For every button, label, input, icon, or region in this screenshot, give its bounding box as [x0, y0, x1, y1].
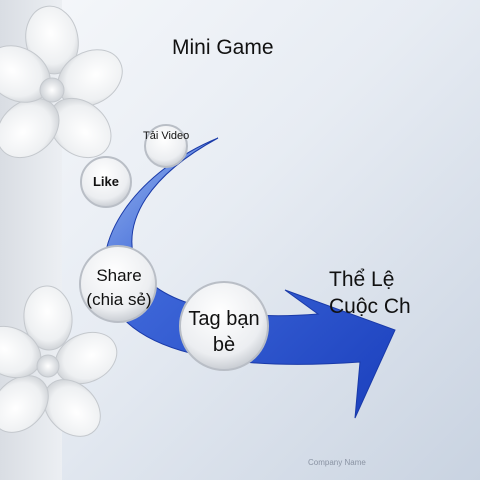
- slide-title: Mini Game: [172, 36, 274, 59]
- step-circle-share: [79, 245, 157, 323]
- step-label-like: Like: [92, 174, 119, 189]
- company-name: Company Name: [308, 458, 366, 467]
- step-circle-like: [80, 156, 132, 208]
- flower-decoration-bottom: [0, 285, 118, 437]
- step-circle-video: [144, 124, 188, 168]
- step-circle-tag: [179, 281, 269, 371]
- flower-decoration-top: [0, 5, 123, 159]
- step-label-share: Share (chia sẻ): [86, 266, 152, 309]
- rules-heading: Thể Lệ Cuộc Ch: [329, 268, 411, 318]
- curved-arrow: [103, 137, 396, 419]
- step-label-video: Tải Video: [143, 130, 190, 142]
- step-label-tag: Tag bạn bè: [188, 308, 260, 356]
